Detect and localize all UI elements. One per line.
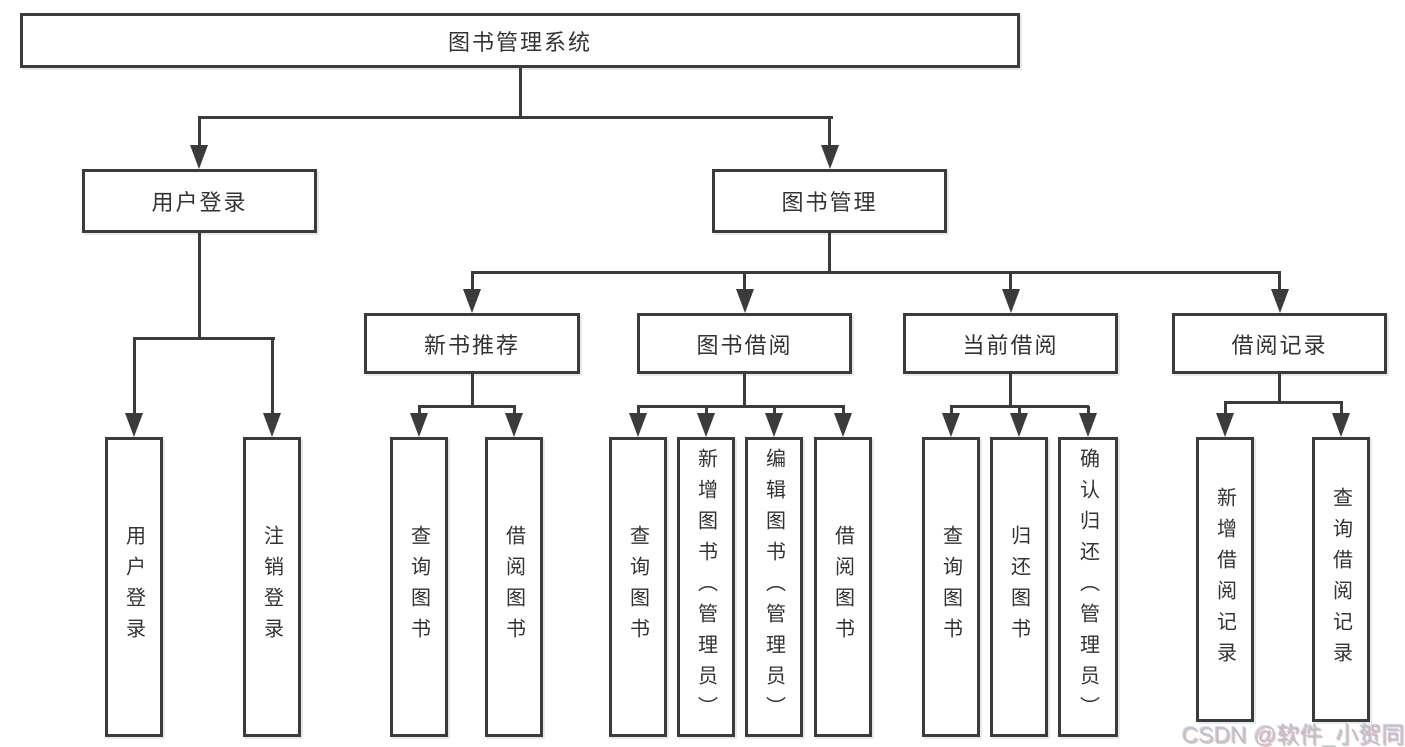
connector-line xyxy=(949,406,953,416)
connector-line xyxy=(743,374,746,407)
arrowhead-down-icon xyxy=(735,289,754,313)
arrowhead-down-icon xyxy=(1001,289,1020,313)
node-user-login: 用户登录 xyxy=(82,169,317,233)
connector-line xyxy=(1017,406,1021,416)
arrowhead-down-icon xyxy=(125,413,143,437)
arrowhead-down-icon xyxy=(190,145,208,169)
leaf-query-books-recommend: 查询图书 xyxy=(390,437,448,737)
connector-line xyxy=(1278,374,1281,403)
arrowhead-down-icon xyxy=(820,145,839,169)
connector-line xyxy=(197,115,833,119)
arrowhead-down-icon xyxy=(697,413,715,437)
arrowhead-down-icon xyxy=(1216,413,1234,437)
leaf-query-books-borrowing: 查询图书 xyxy=(609,437,667,737)
leaf-add-borrow-record: 新增借阅记录 xyxy=(1196,437,1254,722)
arrowhead-down-icon xyxy=(1079,413,1097,437)
connector-line xyxy=(636,406,640,416)
connector-line xyxy=(512,406,516,416)
connector-line xyxy=(1278,272,1281,292)
arrowhead-down-icon xyxy=(263,413,281,437)
connector-line xyxy=(1009,374,1012,407)
connector-line xyxy=(1339,402,1343,416)
connector-line xyxy=(828,233,831,274)
connector-line xyxy=(132,337,136,417)
connector-line xyxy=(417,406,421,416)
leaf-borrow-books-recommend: 借阅图书 xyxy=(485,437,543,737)
leaf-user-login: 用户登录 xyxy=(105,437,163,737)
connector-line xyxy=(470,271,1281,274)
leaf-logout: 注销登录 xyxy=(243,437,301,737)
node-borrowing-records: 借阅记录 xyxy=(1172,313,1387,374)
connector-line xyxy=(197,233,201,339)
connector-line xyxy=(841,406,845,416)
arrowhead-down-icon xyxy=(1332,413,1350,437)
leaf-add-books-admin: 新增图书（管理员） xyxy=(677,437,735,737)
leaf-query-books-current: 查询图书 xyxy=(922,437,980,737)
connector-line xyxy=(704,406,708,416)
leaf-edit-books-admin: 编辑图书（管理员） xyxy=(745,437,803,737)
csdn-watermark: CSDN @软件_小贺同学 xyxy=(1182,722,1405,747)
node-book-management: 图书管理 xyxy=(712,169,947,233)
connector-line xyxy=(1223,400,1343,404)
connector-line xyxy=(1086,406,1090,416)
connector-line xyxy=(518,68,522,117)
connector-line xyxy=(636,404,845,408)
node-root: 图书管理系统 xyxy=(20,13,1020,68)
leaf-return-books: 归还图书 xyxy=(990,437,1048,737)
arrowhead-down-icon xyxy=(629,413,647,437)
arrowhead-down-icon xyxy=(1270,289,1289,313)
node-current-borrowing: 当前借阅 xyxy=(903,313,1118,374)
connector-line xyxy=(772,406,776,416)
connector-line xyxy=(197,117,201,147)
node-book-borrowing: 图书借阅 xyxy=(637,313,852,374)
connector-line xyxy=(1223,402,1227,416)
arrowhead-down-icon xyxy=(410,413,428,437)
arrowhead-down-icon xyxy=(834,413,852,437)
arrowhead-down-icon xyxy=(765,413,783,437)
arrowhead-down-icon xyxy=(942,413,960,437)
arrowhead-down-icon xyxy=(463,289,481,313)
arrowhead-down-icon xyxy=(1010,413,1028,437)
leaf-confirm-return-admin: 确认归还（管理员） xyxy=(1058,437,1118,737)
connector-line xyxy=(417,404,516,408)
connector-line xyxy=(743,272,746,292)
connector-line xyxy=(828,117,831,147)
leaf-query-borrow-record: 查询借阅记录 xyxy=(1312,437,1370,722)
connector-line xyxy=(1009,272,1012,292)
connector-line xyxy=(132,336,275,340)
leaf-borrow-books: 借阅图书 xyxy=(814,437,872,737)
node-new-book-recommend: 新书推荐 xyxy=(364,313,580,374)
arrowhead-down-icon xyxy=(505,413,523,437)
connector-line xyxy=(470,272,474,292)
connector-line xyxy=(270,337,274,417)
connector-line xyxy=(470,374,474,407)
